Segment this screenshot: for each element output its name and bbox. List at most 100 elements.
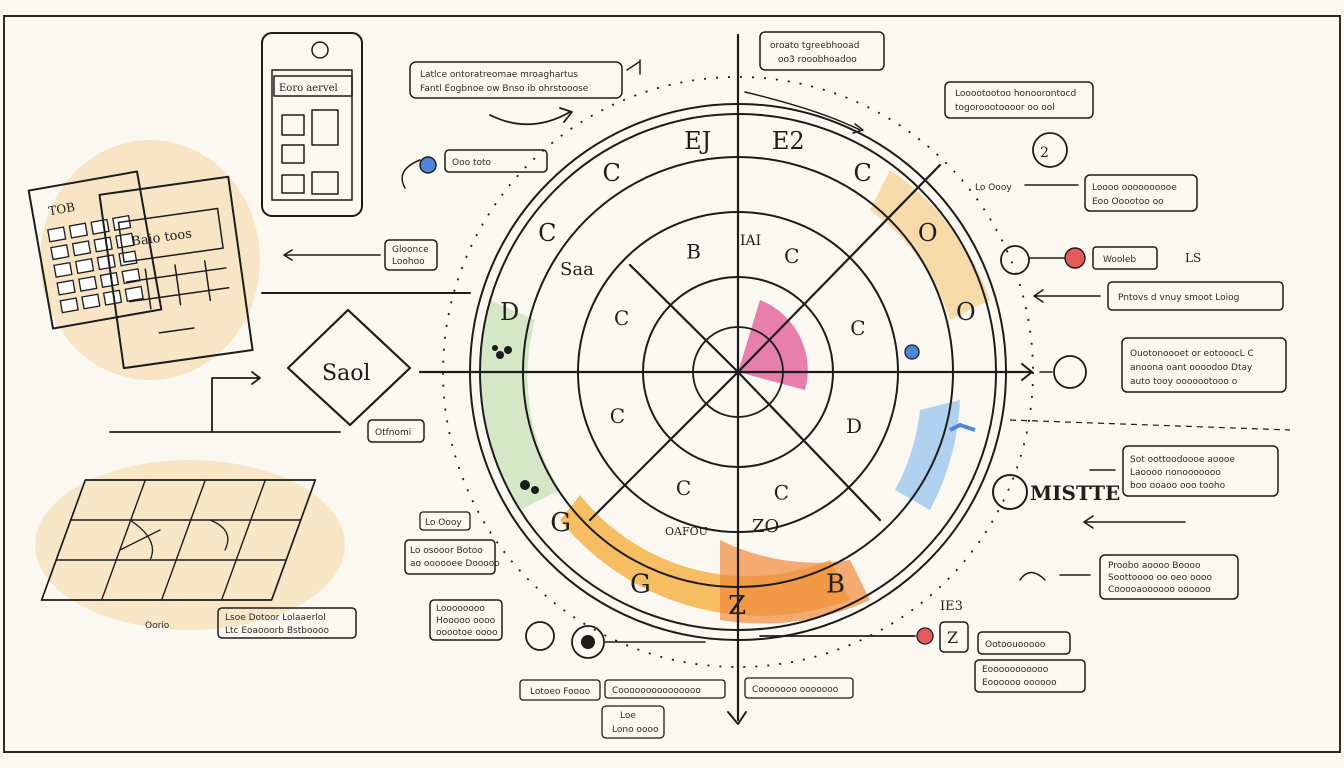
- diamond-label: Saol: [322, 361, 370, 386]
- right-box-1: Lo Oooy Loooo oooooooooe Eoo Ooootoo oo: [975, 174, 1198, 212]
- planner-sheet: Oorio Lsoe Dotoor Lolaaerlol Ltc Eoaooor…: [35, 460, 357, 639]
- right-small-label: Lo Oooy: [975, 183, 1012, 193]
- outer-letter: C: [538, 219, 556, 247]
- box-6-line-2: Soottoooo oo oeo oooo: [1108, 573, 1212, 583]
- svg-text:LS: LS: [1185, 251, 1201, 265]
- calculator-key: [112, 214, 132, 232]
- box-3-text: Pntovs d vnuy smoot Loiog: [1118, 293, 1239, 303]
- inner-text-1: Saa: [560, 259, 594, 280]
- planner-label: Oorio: [145, 621, 170, 631]
- right-box-7: IE3 Z Ootoouooooo Eooooooooooo Eoooooo o…: [759, 599, 1086, 693]
- note-2-line-1: Loooooooo: [436, 604, 485, 614]
- ring-mark: C: [610, 404, 625, 428]
- inner-text-3: ZO: [752, 516, 779, 537]
- bottom-letter: Z: [728, 591, 746, 621]
- ring-mark: C: [676, 476, 691, 500]
- planner-box-line-2: Ltc Eoaooorb Bstboooo: [225, 626, 329, 636]
- calculator-key: [78, 275, 98, 292]
- note-6-line-2: Lono oooo: [612, 725, 659, 735]
- outer-letter: D: [500, 298, 519, 326]
- note-4-text: Cooooooooooooooo: [612, 686, 701, 696]
- note-1-line-1: Lo osooor Botoo: [410, 546, 483, 556]
- far-right-note-1: Looootootoo honoorontocd: [955, 89, 1076, 99]
- calculator-key: [99, 271, 120, 289]
- purple-document: [98, 175, 254, 370]
- camera-icon: [311, 41, 329, 59]
- calculator-key: [121, 268, 141, 285]
- calculator-key: [53, 261, 73, 278]
- blue-dot-icon: [419, 156, 437, 174]
- goal-diamond: Saol: [286, 308, 412, 427]
- top-left-note: Latlce ontoratreomae mroaghartus Fantl E…: [409, 61, 623, 99]
- far-right-note: Looootootoo honoorontocd togoroootoooor …: [944, 81, 1094, 168]
- mid-label-text: Otfnomi: [375, 428, 411, 438]
- right-box-5: Sot oottoodoooe aoooe Laoooo nonooooooo …: [992, 445, 1279, 510]
- ring-mark: D: [846, 414, 862, 438]
- top-note-line-1: Latlce ontoratreomae mroaghartus: [420, 70, 578, 80]
- bottom-letter: B: [826, 569, 845, 599]
- calculator-key: [93, 236, 113, 253]
- calculator-key: [68, 222, 89, 239]
- calculator-key: [50, 244, 70, 261]
- documents-cluster: TOB Baio toos: [27, 140, 260, 380]
- outer-letter: C: [854, 159, 872, 187]
- page-frame: [3, 15, 1341, 753]
- note-1-line-2: ao oooooee Dooooo: [410, 559, 500, 569]
- box-4-line-2: anoona oant oooodoo Dtay: [1130, 363, 1253, 373]
- ring-mark: C: [850, 316, 865, 340]
- bottom-left-notes: Lo osooor Botoo ao oooooee Dooooo Lo Ooo…: [404, 511, 503, 641]
- doc-title-box: [117, 207, 224, 263]
- box-7-line-1: Ootoouooooo: [985, 640, 1046, 650]
- bottom-center-notes: Lotoeo Foooo Cooooooooooooooo Cooooooo o…: [519, 621, 854, 739]
- small-note-left: Ooo toto: [401, 149, 548, 189]
- right-box-2: Wooleb LS: [1000, 245, 1201, 275]
- ring-mark: C: [784, 244, 799, 268]
- inner-text-2: IAI: [740, 233, 761, 249]
- note-3-text: Lotoeo Foooo: [530, 687, 591, 697]
- top-right-note: oroato tgreebhooad oo3 rooobhoadoo: [744, 31, 885, 134]
- box-5-line-1: Sot oottoodoooe aoooe: [1130, 455, 1235, 465]
- right-note-1: oroato tgreebhooad: [770, 41, 859, 51]
- doc-watercolor: [40, 140, 260, 380]
- small-label-3: IE3: [940, 599, 963, 614]
- box-6-line-1: Proobo aoooo Boooo: [1108, 561, 1201, 571]
- right-box-6: Proobo aoooo Boooo Soottoooo oo oeo oooo…: [1019, 554, 1239, 600]
- small-note-text: Ooo toto: [452, 158, 492, 168]
- ring-mark: C: [614, 306, 629, 330]
- ring-mark: C: [774, 480, 789, 504]
- outer-letter: O: [956, 298, 976, 326]
- bottom-letter: G: [630, 569, 651, 599]
- calculator-key: [118, 250, 138, 267]
- right-box-4: Ouotonoooet or eotooocL C anoona oant oo…: [1039, 337, 1287, 393]
- note-2-line-2: Hooooo oooo: [436, 616, 496, 626]
- doc-header: TOB: [47, 200, 76, 218]
- box-6-line-3: Cooooaoooooo oooooo: [1108, 585, 1211, 595]
- box-1-line-2: Eoo Ooootoo oo: [1092, 197, 1164, 207]
- left-small-boxes: Gloonce Loohoo Otfnomi: [109, 239, 471, 443]
- box-7-line-3: Eoooooo oooooo: [982, 678, 1057, 688]
- svg-text:2: 2: [1040, 145, 1049, 161]
- small-box-1-text: Gloonce: [392, 245, 429, 255]
- calculator-key: [59, 297, 79, 314]
- small-label-4: Z: [947, 628, 958, 647]
- calculator-key: [96, 254, 116, 271]
- calculator-key: [124, 285, 144, 302]
- bottom-letter: G: [550, 508, 571, 538]
- dotted-orbit: [442, 76, 1034, 668]
- planner-box-line-1: Lsoe Dotoor Lolaaerlol: [225, 613, 326, 623]
- calculator-key: [81, 293, 101, 310]
- calculator-key: [47, 226, 67, 243]
- small-label-2: Lo Oooy: [425, 518, 462, 528]
- outer-letter: E2: [772, 127, 805, 155]
- small-box-2-text: Loohoo: [392, 257, 425, 267]
- outer-letter: O: [918, 219, 938, 247]
- box-5-line-3: boo ooaoo ooo tooho: [1130, 481, 1226, 491]
- box-4-line-3: auto tooy ooooootooo o: [1130, 377, 1238, 387]
- box-4-line-1: Ouotonoooet or eotooocL C: [1130, 349, 1254, 359]
- box-7-line-2: Eooooooooooo: [982, 665, 1049, 675]
- note-5-text: Cooooooo ooooooo: [752, 685, 839, 695]
- right-box-3: Pntovs d vnuy smoot Loiog: [1033, 281, 1284, 311]
- box-2-text: Wooleb: [1103, 255, 1136, 265]
- calculator-key: [74, 257, 95, 275]
